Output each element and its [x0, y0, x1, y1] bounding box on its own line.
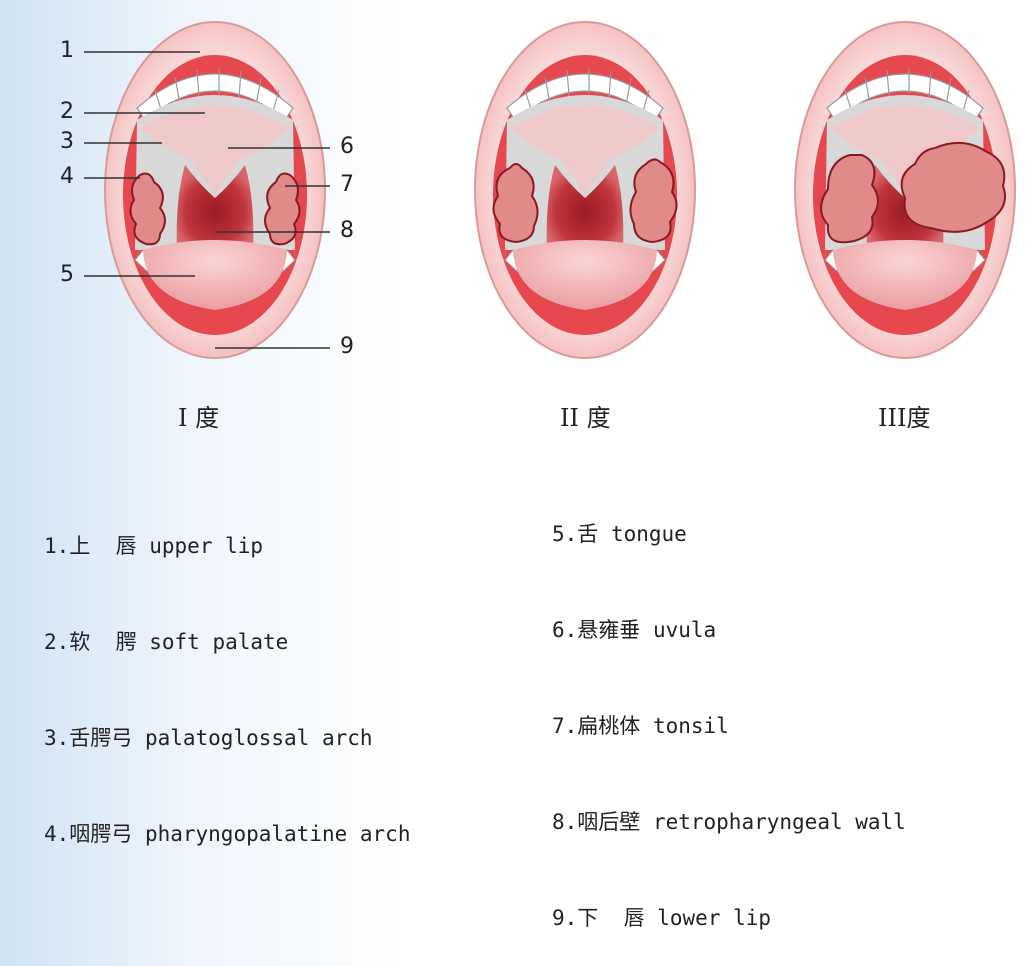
tonsil-left: [820, 154, 879, 244]
leader-lines: [84, 51, 330, 349]
legend-left: 1.上 唇 upper lip 2.软 腭 soft palate 3.舌腭弓 …: [44, 466, 410, 882]
legend-item-3: 3.舌腭弓 palatoglossal arch: [44, 726, 373, 750]
mouth-grade-1: [104, 21, 326, 359]
tonsil-right: [900, 141, 1006, 233]
legend-item-1: 1.上 唇 upper lip: [44, 534, 264, 558]
legend-item-7: 7.扁桃体 tonsil: [552, 714, 729, 738]
mouth-grade-3: [794, 21, 1016, 359]
callout-1: 1: [60, 38, 74, 63]
tonsil-left: [492, 163, 539, 244]
legend-item-4: 4.咽腭弓 pharyngopalatine arch: [44, 822, 411, 846]
legend-item-6: 6.悬雍垂 uvula: [552, 618, 717, 642]
legend-item-8: 8.咽后壁 retropharyngeal wall: [552, 810, 906, 834]
tonsil-right: [264, 172, 301, 246]
callout-2: 2: [60, 99, 74, 124]
mouth-grade-2: [474, 21, 696, 359]
legend-item-5: 5.舌 tongue: [552, 522, 687, 546]
tonsil-left: [129, 172, 166, 246]
grade-label-3: III度: [878, 404, 931, 432]
tonsil-grading-diagram: [84, 21, 1016, 359]
legend-right: 5.舌 tongue 6.悬雍垂 uvula 7.扁桃体 tonsil 8.咽后…: [552, 454, 906, 966]
callout-3: 3: [60, 129, 74, 154]
tonsil-right: [629, 158, 678, 244]
grade-label-1: I 度: [178, 404, 220, 432]
callout-7: 7: [340, 172, 354, 197]
grade-label-2: II 度: [560, 404, 611, 432]
legend-item-2: 2.软 腭 soft palate: [44, 630, 289, 654]
legend-item-9: 9.下 唇 lower lip: [552, 906, 772, 930]
callout-4: 4: [60, 164, 74, 189]
callout-6: 6: [340, 134, 354, 159]
callout-8: 8: [340, 218, 354, 243]
callout-9: 9: [340, 334, 354, 359]
callout-5: 5: [60, 262, 74, 287]
